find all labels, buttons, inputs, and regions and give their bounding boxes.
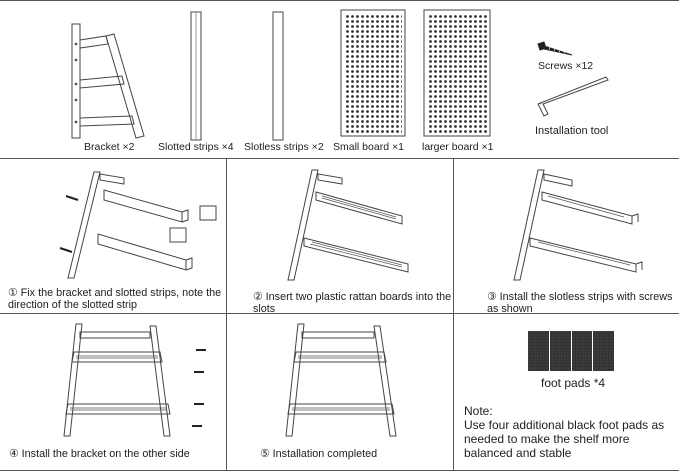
bracket-label: Bracket ×2 bbox=[84, 141, 135, 153]
small-board-drawing bbox=[340, 9, 406, 137]
note-body: Use four additional black foot pads as n… bbox=[464, 418, 665, 460]
step1-label: ① Fix the bracket and slotted strips, no… bbox=[8, 287, 222, 311]
foot-pads-label: foot pads *4 bbox=[541, 376, 606, 390]
divider-row1 bbox=[0, 158, 679, 159]
larger-board-label: larger board ×1 bbox=[422, 141, 494, 153]
step2-label: ② Insert two plastic rattan boards into … bbox=[253, 291, 452, 315]
bracket-drawing bbox=[71, 23, 145, 139]
divider-col2 bbox=[453, 158, 454, 470]
small-board-label: Small board ×1 bbox=[333, 141, 404, 153]
divider-top-border bbox=[0, 0, 679, 1]
slotless-strip-drawing bbox=[272, 11, 284, 141]
slotted-strips-label: Slotted strips ×4 bbox=[158, 141, 234, 153]
step5-drawing bbox=[285, 323, 397, 437]
note-title: Note: bbox=[464, 404, 493, 418]
slotless-strips-label: Slotless strips ×2 bbox=[244, 141, 324, 153]
screw-icon bbox=[537, 41, 573, 56]
divider-col1 bbox=[226, 158, 227, 470]
installation-tool-label: Installation tool bbox=[535, 125, 609, 137]
step4-drawing bbox=[63, 323, 206, 437]
step5-label: ⑤ Installation completed bbox=[260, 448, 378, 460]
step2-drawing bbox=[287, 169, 409, 281]
step3-drawing bbox=[513, 169, 643, 281]
installation-tool-icon bbox=[537, 76, 609, 117]
larger-board-drawing bbox=[423, 9, 491, 137]
foot-pads-drawing bbox=[528, 331, 614, 371]
step3-label: ③ Install the slotless strips with screw… bbox=[487, 291, 673, 315]
screws-label: Screws ×12 bbox=[538, 60, 594, 72]
step4-label: ④ Install the bracket on the other side bbox=[9, 448, 190, 460]
step1-drawing bbox=[59, 171, 217, 279]
slotted-strip-drawing bbox=[190, 11, 202, 141]
divider-row2 bbox=[0, 313, 679, 314]
